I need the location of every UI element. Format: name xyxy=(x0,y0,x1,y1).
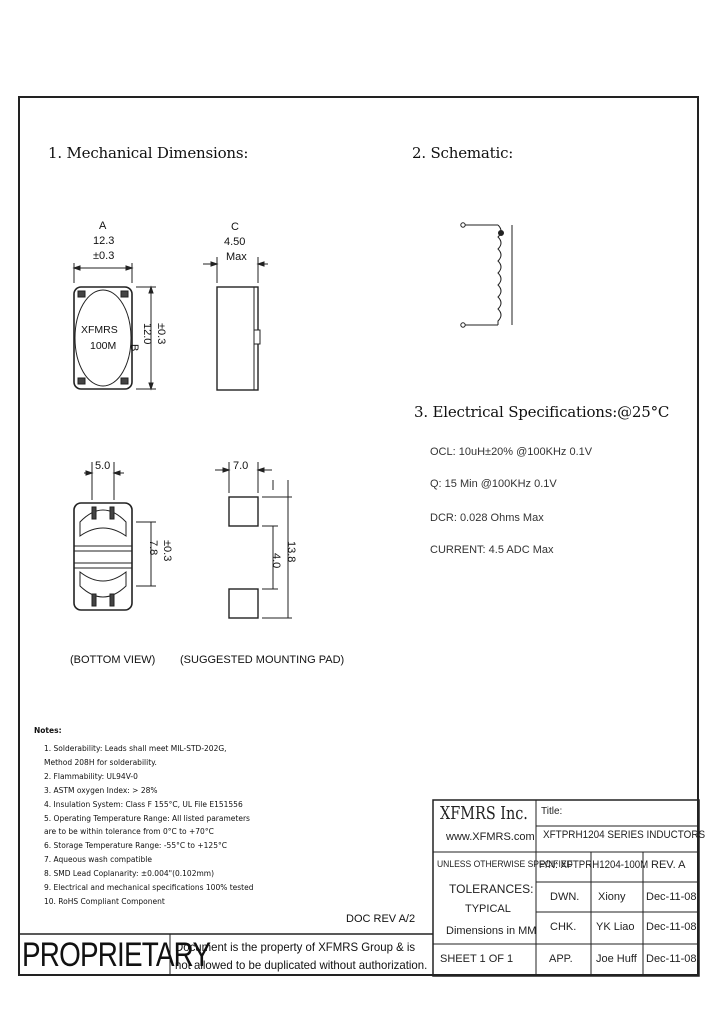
dwn-label: DWN. xyxy=(550,891,580,903)
proprietary-line2: not allowed to be duplicated without aut… xyxy=(175,958,428,972)
dim-pad-width: 7.0 xyxy=(233,460,249,472)
company-name: XFMRS Inc. xyxy=(440,803,528,824)
company-website: www.XFMRS.com xyxy=(446,831,535,843)
dim-c-label: C xyxy=(231,221,239,233)
side-view-body xyxy=(216,286,259,391)
typical-label: TYPICAL xyxy=(465,903,511,915)
dwn-date: Dec-11-08 xyxy=(646,891,697,903)
mounting-pad-bottom xyxy=(228,588,259,619)
dim-b-value: 12.0 xyxy=(141,323,153,345)
part-marking-line1: XFMRS xyxy=(81,324,118,336)
dim-pad-total: 13.8 xyxy=(285,541,297,563)
note-item: are to be within tolerance from 0°C to +… xyxy=(44,827,214,836)
mounting-pad-label: (SUGGESTED MOUNTING PAD) xyxy=(180,654,345,666)
chk-date: Dec-11-08 xyxy=(646,921,697,933)
tolerances-label: TOLERANCES: xyxy=(449,882,534,896)
dim-c-max: Max xyxy=(226,251,247,263)
dim-bottom-height-tolerance: ±0.3 xyxy=(161,540,173,562)
top-view-core xyxy=(74,289,132,387)
note-item: 8. SMD Lead Coplanarity: ±0.004"(0.102mm… xyxy=(44,869,214,878)
note-item: Method 208H for solderability. xyxy=(44,758,157,767)
dim-bottom-width: 5.0 xyxy=(95,460,111,472)
app-name: Joe Huff xyxy=(596,953,637,965)
bottom-view-label: (BOTTOM VIEW) xyxy=(70,654,156,666)
dim-c-value: 4.50 xyxy=(224,236,246,248)
note-item: 10. RoHS Compliant Component xyxy=(44,897,165,906)
spec-dcr: DCR: 0.028 Ohms Max xyxy=(430,512,544,524)
chk-label: CHK. xyxy=(550,921,577,933)
dim-bottom-height: 7.8 xyxy=(147,540,159,556)
inductor-coil xyxy=(497,224,502,325)
proprietary-line1: Document is the property of XFMRS Group … xyxy=(175,940,416,954)
unless-specified: UNLESS OTHERWISE SPECIFIED xyxy=(437,859,573,870)
note-item: 4. Insulation System: Class F 155°C, UL … xyxy=(44,800,243,809)
spec-current: CURRENT: 4.5 ADC Max xyxy=(430,544,554,556)
part-number: P/N: XFTPRH1204-100M xyxy=(539,859,649,871)
dimensions-unit: Dimensions in MM xyxy=(446,925,537,937)
electrical-specs-heading: 3. Electrical Specifications:@25°C xyxy=(414,403,670,421)
title-label: Title: xyxy=(541,806,563,817)
spec-q: Q: 15 Min @100KHz 0.1V xyxy=(430,478,557,490)
sheet-number: SHEET 1 OF 1 xyxy=(440,953,514,965)
dim-b-label: B xyxy=(128,344,140,352)
dim-a-label: A xyxy=(99,220,107,232)
revision: REV. A xyxy=(651,859,686,871)
schematic-heading: 2. Schematic: xyxy=(412,144,514,162)
app-date: Dec-11-08 xyxy=(646,953,697,965)
note-item: 6. Storage Temperature Range: -55°C to +… xyxy=(44,841,227,850)
title-value: XFTPRH1204 SERIES INDUCTORS xyxy=(543,829,706,841)
note-item: 5. Operating Temperature Range: All list… xyxy=(44,814,250,823)
mechanical-dimensions-heading: 1. Mechanical Dimensions: xyxy=(48,144,249,162)
note-item: 2. Flammability: UL94V-0 xyxy=(44,772,138,781)
app-label: APP. xyxy=(549,953,573,965)
dim-a-tolerance: ±0.3 xyxy=(93,250,115,262)
spec-ocl: OCL: 10uH±20% @100KHz 0.1V xyxy=(430,446,593,458)
note-item: 1. Solderability: Leads shall meet MIL-S… xyxy=(44,744,227,753)
notes-title: Notes: xyxy=(34,726,62,735)
doc-revision: DOC REV A/2 xyxy=(346,913,416,925)
dim-a-value: 12.3 xyxy=(93,235,115,247)
note-item: 7. Aqueous wash compatible xyxy=(44,855,152,864)
note-item: 9. Electrical and mechanical specificati… xyxy=(44,883,254,892)
drawing-frame xyxy=(18,96,699,976)
dim-b-tolerance: ±0.3 xyxy=(155,323,167,345)
mounting-pad-top xyxy=(228,496,259,527)
part-marking-line2: 100M xyxy=(90,340,117,352)
proprietary-word: PROPRIETARY xyxy=(22,936,211,974)
top-view-body xyxy=(73,286,133,390)
dim-pad-gap: 4.0 xyxy=(270,553,282,569)
dwn-name: Xiony xyxy=(598,891,626,903)
chk-name: YK Liao xyxy=(596,921,635,933)
note-item: 3. ASTM oxygen Index: > 28% xyxy=(44,786,158,795)
